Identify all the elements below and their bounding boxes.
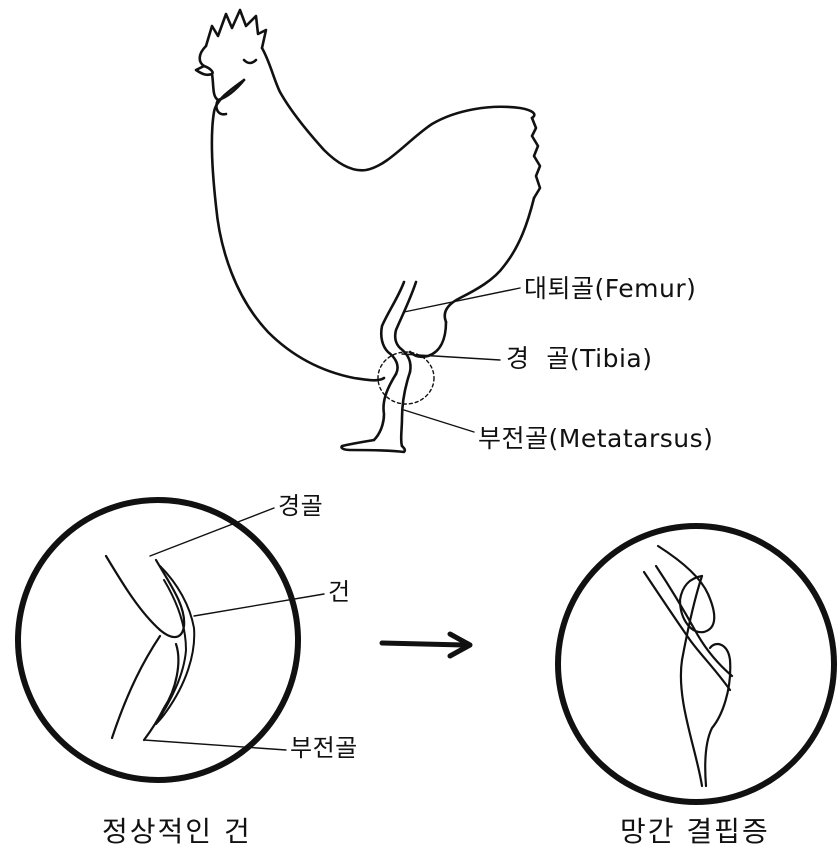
metatarsus-leader-line <box>404 410 474 432</box>
chicken-head <box>196 46 244 100</box>
normal-metatarsus-bone <box>112 636 178 740</box>
normal-tibia-label: 경골 <box>278 494 323 518</box>
chicken-neck-back <box>262 48 534 170</box>
chicken-leader-lines <box>402 288 520 432</box>
chicken-rear <box>445 198 534 322</box>
chicken-comb <box>206 10 266 48</box>
chicken-tail <box>532 118 540 198</box>
chicken-foot <box>341 440 404 452</box>
normal-tendon-leader <box>194 594 324 616</box>
arrow <box>382 634 470 656</box>
slipped-tendon-inset <box>558 526 834 802</box>
normal-tendon-caption: 정상적인 건 <box>102 818 252 846</box>
slipped-tendon-caption: 망간 결핍증 <box>620 818 770 846</box>
slipped-tibia-bone <box>658 546 714 632</box>
normal-tendon-label: 건 <box>328 580 351 604</box>
chicken-breast <box>212 80 384 380</box>
chicken-thigh <box>410 322 446 357</box>
normal-tendon-inset <box>18 500 324 780</box>
normal-metatarsus-leader <box>144 740 286 750</box>
normal-metatarsus-label: 부전골 <box>290 736 358 760</box>
chicken-leg-lower <box>374 374 396 440</box>
femur-label: 대퇴골(Femur) <box>524 276 696 301</box>
chicken-leg-lower-inner <box>401 372 410 446</box>
chicken-eye <box>244 60 256 63</box>
normal-tibia-leader <box>150 508 274 556</box>
chicken-illustration <box>196 10 540 452</box>
normal-tendon <box>156 566 194 724</box>
femur-leader-line <box>404 288 520 312</box>
arrow-shaft <box>382 643 464 645</box>
tibia-label: 경 골(Tibia) <box>506 346 652 371</box>
chicken-beak <box>204 66 213 74</box>
metatarsus-label: 부전골(Metatarsus) <box>478 426 713 451</box>
